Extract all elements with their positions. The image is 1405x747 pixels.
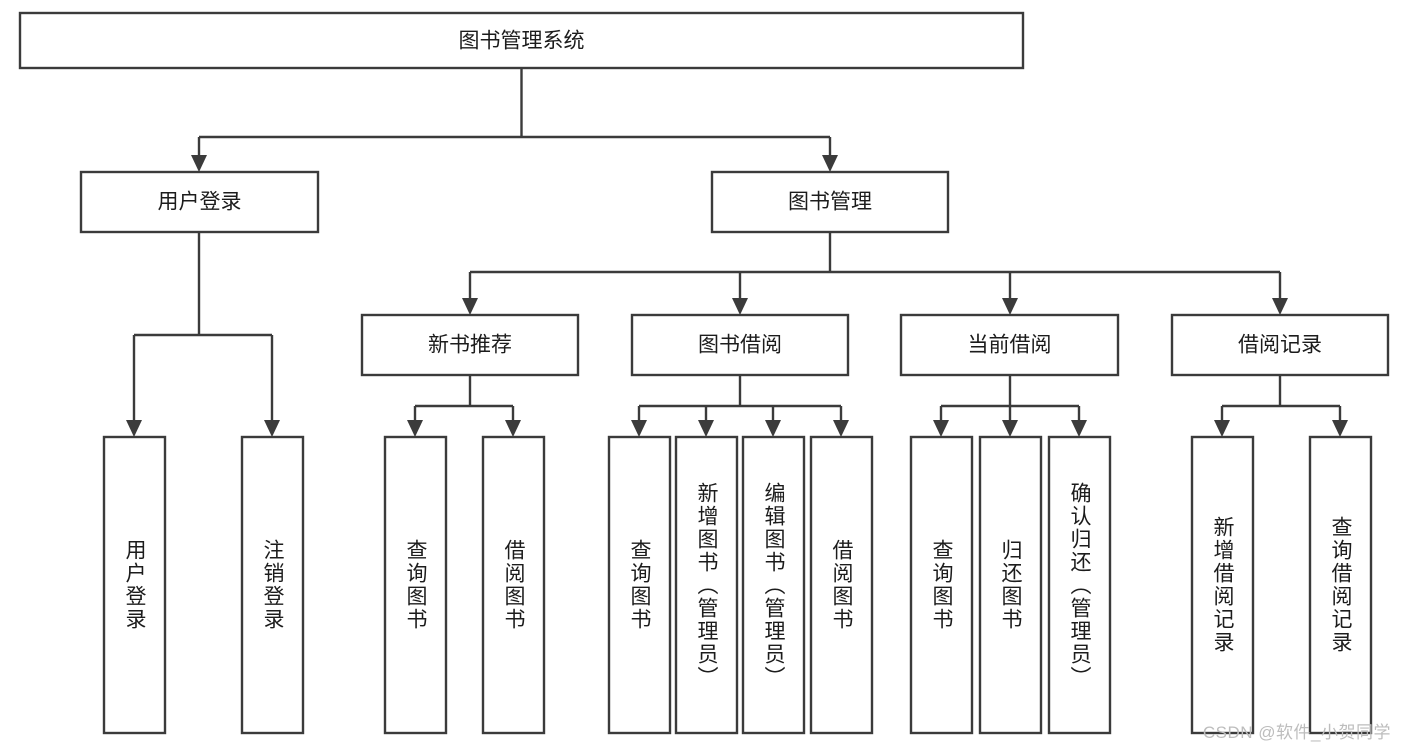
- node-current-borrow[interactable]: [899, 313, 1120, 377]
- connector-layer: [126, 68, 1348, 437]
- arrowhead-user-login-leaf1: [126, 420, 142, 437]
- node-leaf-new-book-borrow-label: 借阅图书: [502, 539, 525, 631]
- arrowhead-current-borrow-leaf3: [1071, 420, 1087, 437]
- node-leaf-user-login-login-label: 用户登录: [123, 539, 146, 631]
- node-book-management-label: 图书管理: [788, 191, 872, 214]
- node-leaf-current-borrow-confirm-label: 确认归还（管理员）: [1068, 481, 1091, 689]
- node-leaf-user-login-logout[interactable]: [240, 435, 305, 735]
- node-user-login-label: 用户登录: [158, 191, 242, 214]
- node-leaf-borrow-record-query-label: 查询借阅记录: [1329, 516, 1352, 654]
- node-user-login[interactable]: [79, 170, 320, 234]
- arrowhead-user-login-leaf2: [264, 420, 280, 437]
- node-leaf-book-borrow-query-label: 查询图书: [628, 539, 651, 631]
- node-leaf-book-borrow-add[interactable]: [674, 435, 739, 735]
- node-leaf-book-borrow-edit-label: 编辑图书（管理员）: [762, 481, 785, 689]
- arrowhead-borrow-record: [1272, 298, 1288, 315]
- node-current-borrow-label: 当前借阅: [968, 334, 1052, 357]
- arrowhead-new-book-leaf2: [505, 420, 521, 437]
- arrowhead-book-borrow-leaf2: [698, 420, 714, 437]
- node-leaf-user-login-login[interactable]: [102, 435, 167, 735]
- node-leaf-current-borrow-return-label: 归还图书: [999, 539, 1022, 631]
- arrowhead-new-book: [462, 298, 478, 315]
- arrowhead-book-borrow-leaf3: [765, 420, 781, 437]
- node-leaf-book-borrow-edit[interactable]: [741, 435, 806, 735]
- node-root-label: 图书管理系统: [459, 30, 585, 53]
- node-leaf-new-book-query-label: 查询图书: [404, 539, 427, 631]
- arrowhead-new-book-leaf1: [407, 420, 423, 437]
- node-layer: 图书管理系统 用户登录 图书管理 新书推荐 图书借阅 当前借阅 借阅记录: [18, 11, 1390, 735]
- node-leaf-current-borrow-query-label: 查询图书: [930, 539, 953, 631]
- node-leaf-borrow-record-add-label: 新增借阅记录: [1211, 516, 1234, 654]
- node-book-borrow-label: 图书借阅: [698, 334, 782, 357]
- node-leaf-current-borrow-return[interactable]: [978, 435, 1043, 735]
- arrowhead-current-borrow: [1002, 298, 1018, 315]
- node-borrow-record[interactable]: [1170, 313, 1390, 377]
- arrowhead-to-user-login: [191, 155, 207, 172]
- arrowhead-to-book-manage: [822, 155, 838, 172]
- node-leaf-new-book-query[interactable]: [383, 435, 448, 735]
- node-leaf-current-borrow-confirm[interactable]: [1047, 435, 1112, 735]
- node-root-book-management-system[interactable]: [18, 11, 1025, 70]
- node-book-management[interactable]: [710, 170, 950, 234]
- arrowhead-book-borrow-leaf4: [833, 420, 849, 437]
- node-leaf-book-borrow-borrow[interactable]: [809, 435, 874, 735]
- node-leaf-book-borrow-query[interactable]: [607, 435, 672, 735]
- node-leaf-user-login-logout-label: 注销登录: [261, 539, 284, 631]
- arrowhead-book-borrow-leaf1: [631, 420, 647, 437]
- node-leaf-current-borrow-query[interactable]: [909, 435, 974, 735]
- node-leaf-borrow-record-query[interactable]: [1308, 435, 1373, 735]
- arrowhead-current-borrow-leaf1: [933, 420, 949, 437]
- arrowhead-borrow-record-leaf1: [1214, 420, 1230, 437]
- node-book-borrow[interactable]: [630, 313, 850, 377]
- node-leaf-book-borrow-add-label: 新增图书（管理员）: [695, 481, 718, 689]
- node-leaf-book-borrow-borrow-label: 借阅图书: [830, 539, 853, 631]
- arrowhead-book-borrow: [732, 298, 748, 315]
- node-borrow-record-label: 借阅记录: [1238, 334, 1322, 357]
- node-new-book-recommend[interactable]: [360, 313, 580, 377]
- node-new-book-recommend-label: 新书推荐: [428, 334, 512, 357]
- arrowhead-borrow-record-leaf2: [1332, 420, 1348, 437]
- node-leaf-new-book-borrow[interactable]: [481, 435, 546, 735]
- arrowhead-current-borrow-leaf2: [1002, 420, 1018, 437]
- node-leaf-borrow-record-add[interactable]: [1190, 435, 1255, 735]
